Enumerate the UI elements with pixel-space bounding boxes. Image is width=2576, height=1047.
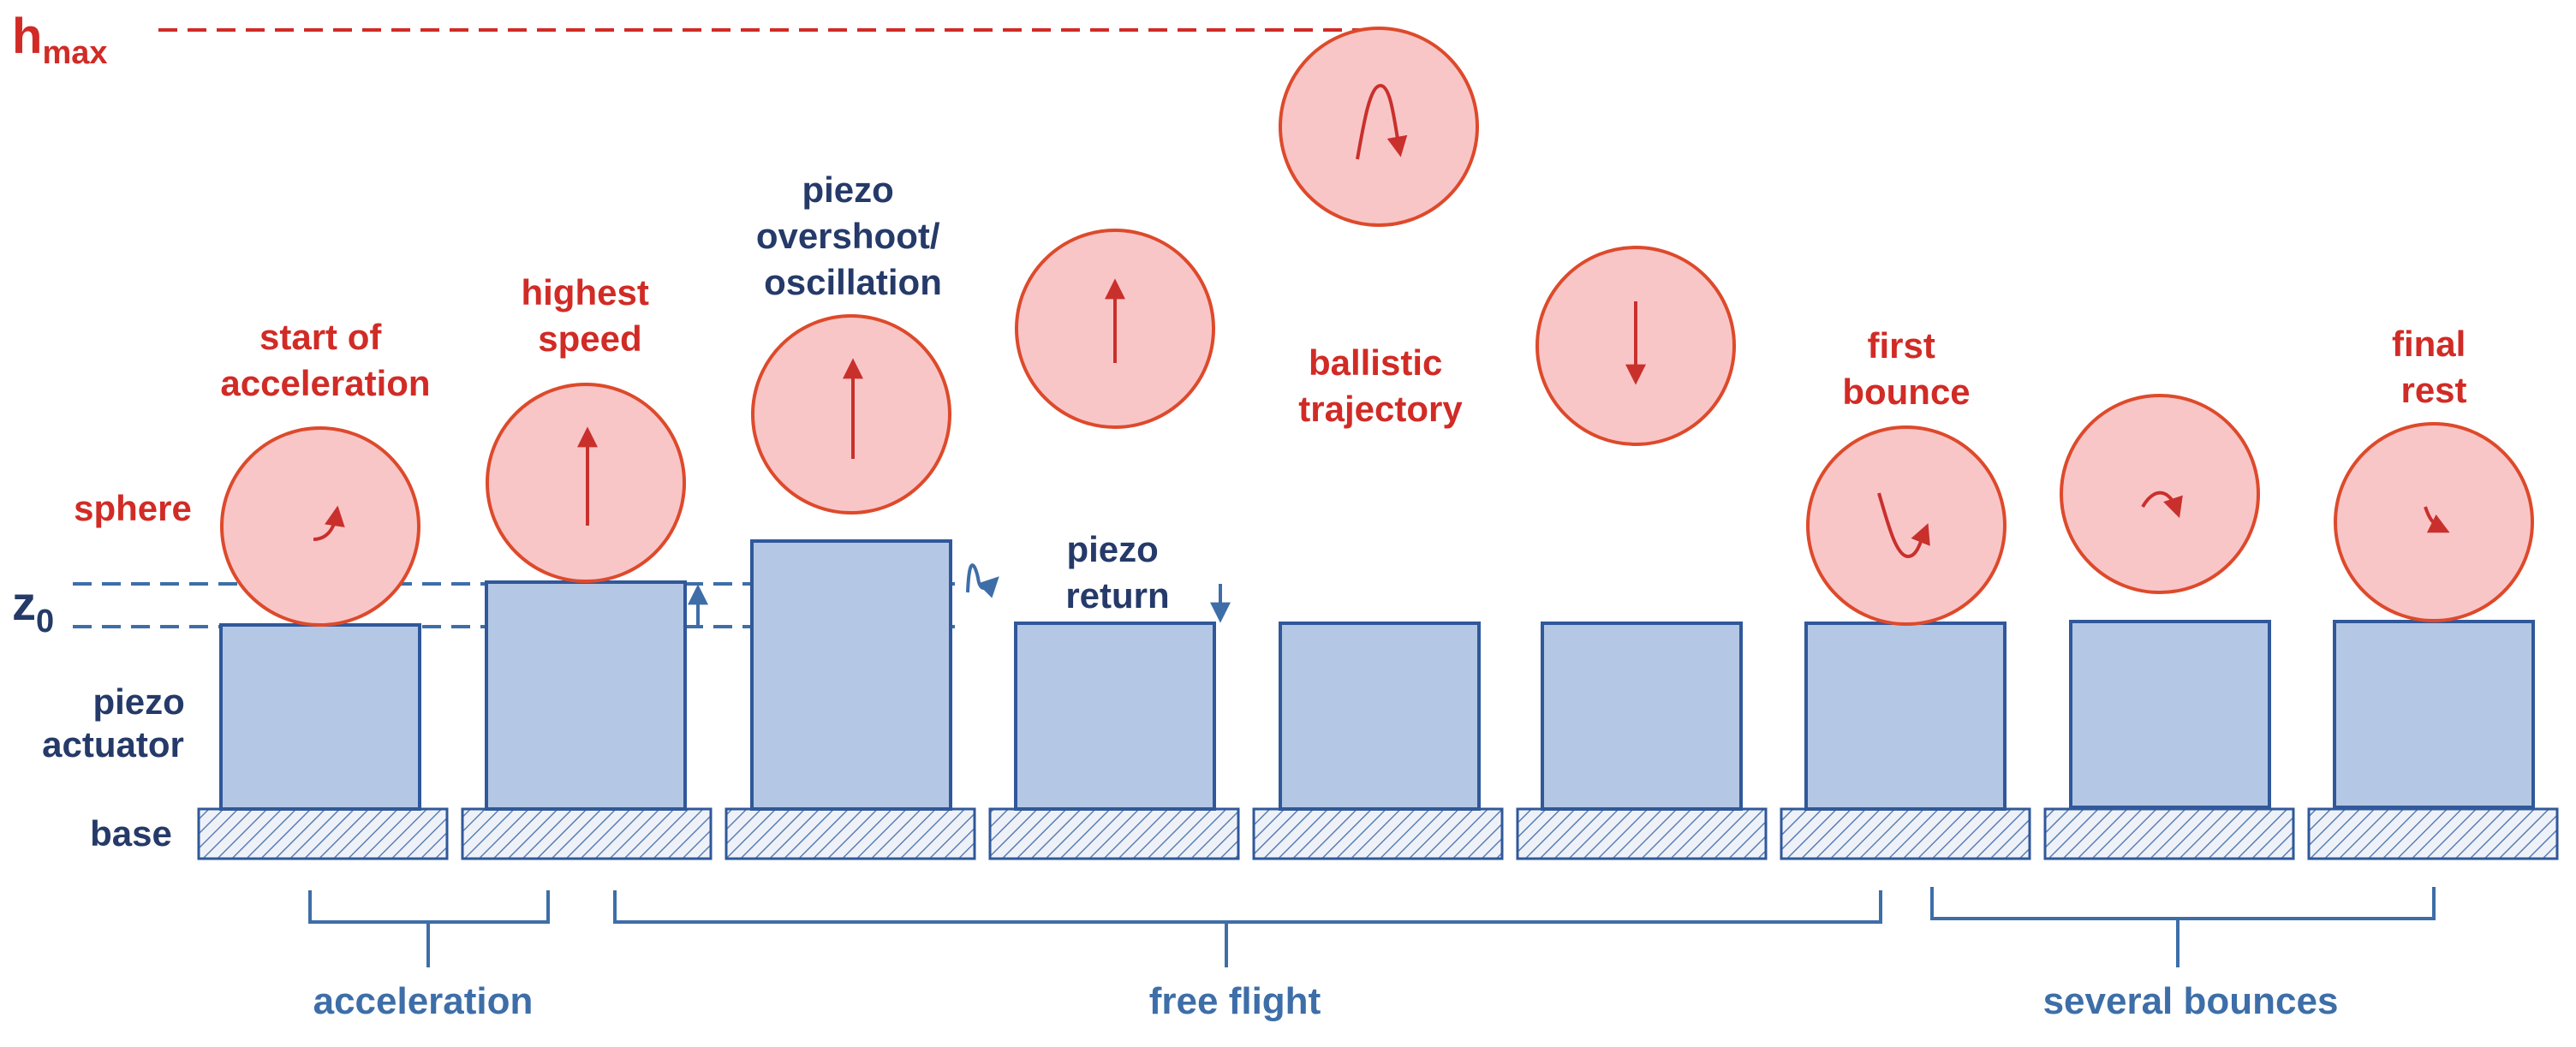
piezo-block	[1541, 622, 1743, 811]
piezo-overshoot-label: piezo overshoot/ oscillation	[756, 170, 950, 302]
piezo-block	[219, 623, 421, 811]
piezo-block	[485, 580, 687, 811]
piezo-block	[750, 539, 952, 811]
highest-speed-label: highest speed	[521, 272, 659, 359]
label-line: acceleration	[220, 363, 430, 403]
piezo-block	[2333, 620, 2535, 809]
piezo-block	[1279, 622, 1481, 811]
piezo-actuator-label: piezo actuator	[42, 681, 194, 764]
phase-label-acceleration: acceleration	[313, 980, 534, 1022]
sphere-circle	[220, 426, 420, 627]
z0-label: z0	[12, 576, 54, 640]
piezo-actuator-line: piezo	[92, 681, 184, 722]
piezo-block	[1014, 622, 1216, 811]
base-plate	[1252, 807, 1504, 860]
piezo-actuators	[219, 539, 2535, 811]
sphere-circle	[1279, 27, 1479, 227]
hmax-label: hmax	[12, 9, 108, 71]
label-line: piezo	[802, 170, 893, 210]
sphere-circle	[1806, 425, 2007, 626]
curved-up-arrow-icon	[313, 505, 345, 541]
piezo-return-label: piezo return	[1065, 529, 1169, 616]
several-bounces-bracket	[1930, 887, 2436, 967]
label-line: final	[2392, 324, 2466, 364]
label-line: bounce	[1842, 372, 1970, 412]
apex-arrow-icon	[1356, 83, 1408, 160]
sphere-motion-arrows	[313, 83, 2450, 559]
final-rest-label: final rest	[2392, 324, 2476, 410]
label-line: overshoot/	[756, 216, 940, 256]
bounce-arrow-icon	[1877, 492, 1930, 559]
free-flight-bracket	[613, 890, 1882, 967]
acceleration-bracket	[308, 890, 550, 967]
phase-label-several-bounces: several bounces	[2043, 980, 2339, 1022]
piezo-actuator-line: actuator	[42, 724, 184, 764]
piezo-block	[1804, 622, 2007, 811]
label-line: highest	[521, 272, 648, 312]
small-bounce-arrow-icon	[2141, 491, 2183, 519]
bases	[197, 807, 2559, 860]
base-plate	[2307, 807, 2559, 860]
piezo-block	[2069, 620, 2271, 809]
label-line: start of	[259, 317, 382, 357]
base-plate	[461, 807, 713, 860]
label-line: return	[1065, 575, 1169, 616]
label-line: trajectory	[1298, 389, 1463, 429]
label-line: oscillation	[764, 262, 942, 302]
base-plate	[724, 807, 976, 860]
base-label: base	[90, 813, 172, 854]
base-plate	[1780, 807, 2031, 860]
base-plate	[197, 807, 449, 860]
label-line: first	[1867, 325, 1935, 366]
base-plate	[988, 807, 1240, 860]
start-of-acceleration-label: start of acceleration	[220, 317, 430, 403]
phase-label-free-flight: free flight	[1149, 980, 1321, 1022]
label-line: piezo	[1066, 529, 1158, 569]
first-bounce-label: first bounce	[1842, 325, 1970, 412]
label-line: speed	[538, 318, 641, 359]
piezo-oscillation-icon	[966, 563, 999, 598]
base-plate	[2043, 807, 2295, 860]
sphere-label: sphere	[74, 488, 192, 528]
ballistic-trajectory-label: ballistic trajectory	[1298, 342, 1463, 429]
label-line: rest	[2400, 370, 2466, 410]
base-plate	[1516, 807, 1768, 860]
label-line: ballistic	[1309, 342, 1442, 383]
rest-arrow-icon	[2424, 506, 2450, 533]
